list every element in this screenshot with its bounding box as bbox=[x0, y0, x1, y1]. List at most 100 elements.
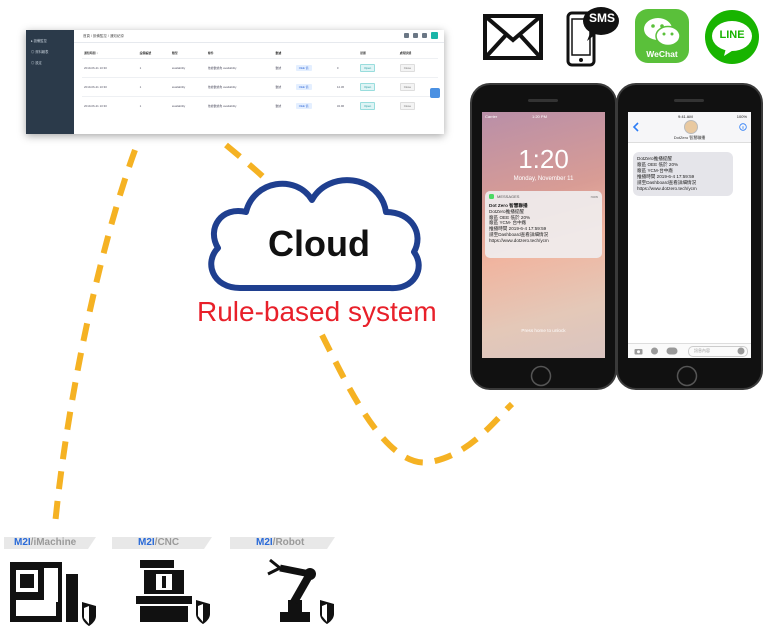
cell-target: OEE 值 bbox=[295, 103, 312, 110]
message-bubble: DotZero推播提醒 廠區 OEE 低於 20% 廠區 YCM-台中廠 推播時… bbox=[633, 152, 733, 196]
machine-prefix: M2I bbox=[14, 537, 31, 548]
cloud-subtitle: Rule-based system bbox=[197, 296, 437, 327]
state-badge[interactable]: Open bbox=[360, 102, 376, 111]
cell-type: availability bbox=[171, 104, 186, 109]
camera-icon[interactable] bbox=[634, 347, 643, 355]
appstore-icon[interactable] bbox=[666, 347, 678, 355]
lock-date: Monday, November 11 bbox=[513, 176, 574, 182]
sms-label: SMS bbox=[588, 11, 615, 25]
status-button[interactable]: Close bbox=[399, 83, 416, 91]
status-button[interactable]: Close bbox=[399, 64, 416, 72]
home-button[interactable] bbox=[676, 365, 698, 387]
cell-value: 32.96 bbox=[336, 104, 345, 109]
cell-device: 1 bbox=[139, 66, 142, 70]
toolbar-icons bbox=[404, 32, 438, 39]
dashboard-sidebar: ▸ 設備監控 ◎ 資料報表 ◎ 設定 bbox=[26, 30, 74, 134]
lock-screen: Carrier 1:20 PM 1:20 Monday, November 11… bbox=[482, 112, 605, 358]
sms-icon bbox=[566, 7, 619, 67]
contact-name: DotZero 智慧聯播 bbox=[673, 135, 706, 140]
cloud-shape bbox=[208, 177, 422, 292]
notification-app: MESSAGES bbox=[497, 194, 520, 199]
back-chevron-icon[interactable] bbox=[632, 122, 640, 132]
notification-line: Dot Zero 智慧聯播 bbox=[489, 203, 528, 208]
line-label: LINE bbox=[719, 29, 745, 41]
message-line: 廠區 OEE 低於 20% bbox=[637, 162, 679, 167]
mail-icon bbox=[483, 14, 543, 60]
message-line: DotZero推播提醒 bbox=[637, 156, 672, 161]
breadcrumb: 首頁 / 設備監控 / 通知紀錄 bbox=[83, 34, 124, 38]
carrier-label: Carrier bbox=[485, 114, 498, 119]
state-badge[interactable]: Open bbox=[360, 83, 376, 91]
line-icon: LINE bbox=[704, 9, 760, 65]
cloud-title: Cloud bbox=[268, 223, 370, 264]
user-icon bbox=[431, 32, 438, 39]
cell-time: 2019-06-21 10:30 bbox=[84, 104, 107, 109]
column-header bbox=[335, 48, 358, 59]
notification-line: 請至Dashboard查看詳細情況 bbox=[489, 231, 549, 237]
messages-screen: 9:41 AM 100% DotZero 智慧聯播 DotZero推播提醒 廠區… bbox=[628, 112, 751, 358]
column-header: 處理狀態 bbox=[399, 51, 412, 55]
cell-target: OEE 值 bbox=[295, 84, 312, 90]
unlock-hint: Press home to unlock bbox=[521, 328, 566, 333]
state-badge[interactable]: Open bbox=[360, 64, 376, 72]
cell-target: OEE 值 bbox=[295, 65, 312, 71]
column-header: 狀態 bbox=[360, 51, 366, 55]
phone-messages: 9:41 AM 100% DotZero 智慧聯播 DotZero推播提醒 廠區… bbox=[616, 83, 763, 390]
machine-name: Robot bbox=[275, 537, 305, 548]
cell-time: 2019-06-21 10:30 bbox=[84, 66, 107, 70]
table-header: 通知時間 ↕ 設備編號 類型 條件 數據 狀態 處理狀態 bbox=[82, 48, 438, 59]
grid-icon bbox=[422, 33, 427, 38]
fullscreen-icon bbox=[404, 33, 409, 38]
messages-icon bbox=[489, 194, 494, 199]
battery-level: 100% bbox=[736, 114, 747, 119]
cell-data: 數據 bbox=[275, 66, 282, 70]
message-input[interactable] bbox=[688, 346, 748, 357]
cell-device: 1 bbox=[139, 85, 142, 89]
message-line: https://www.dotzero.tech/ycm bbox=[637, 186, 697, 191]
column-header: 類型 bbox=[171, 51, 178, 55]
column-header: 設備編號 bbox=[139, 51, 152, 55]
apps-icon[interactable] bbox=[650, 347, 659, 355]
notification-time: now bbox=[590, 194, 598, 199]
notification-header: MESSAGES bbox=[489, 194, 519, 199]
phone-speaker bbox=[674, 99, 704, 102]
floating-settings-button[interactable] bbox=[430, 88, 440, 98]
cell-device: 1 bbox=[139, 104, 142, 109]
notification-table: 通知時間 ↕ 設備編號 類型 條件 數據 狀態 處理狀態 2019-06-21 … bbox=[82, 48, 438, 116]
status-time: 1:20 PM bbox=[532, 114, 547, 119]
info-icon[interactable] bbox=[739, 123, 747, 131]
machine-prefix: M2I bbox=[256, 537, 273, 548]
cell-type: availability bbox=[171, 85, 186, 89]
cell-data: 數據 bbox=[275, 85, 282, 89]
avatar bbox=[684, 120, 698, 134]
wechat-glyph bbox=[644, 18, 681, 47]
message-line: 請至Dashboard查看詳細情況 bbox=[637, 180, 697, 185]
machine-label-imachine: M2I/iMachine bbox=[14, 537, 77, 548]
status-button[interactable]: Close bbox=[399, 102, 416, 111]
cell-type: availability bbox=[171, 66, 186, 70]
sidebar-item: ◎ 設定 bbox=[31, 61, 42, 65]
notification-line: 廠區 YCM- 台中廠 bbox=[489, 220, 527, 226]
message-input-bar: 訊息內容 bbox=[628, 343, 751, 358]
column-header: 通知時間 ↕ bbox=[84, 51, 98, 55]
table-row: 2019-06-21 10:30 1 availability 依據數據為 av… bbox=[82, 77, 438, 97]
dash-line-cloud-to-phones bbox=[319, 333, 515, 466]
machine-prefix: M2I bbox=[138, 537, 155, 548]
phone-speaker bbox=[528, 99, 558, 102]
column-header bbox=[294, 48, 335, 59]
notification-line: 廠區 OEE 低於 20% bbox=[489, 214, 531, 220]
wechat-icon: WeChat bbox=[635, 9, 689, 63]
column-header: 條件 bbox=[207, 51, 214, 55]
home-button[interactable] bbox=[530, 365, 552, 387]
microphone-icon[interactable] bbox=[737, 347, 745, 355]
edit-icon bbox=[413, 33, 418, 38]
machine-name: CNC bbox=[157, 537, 180, 548]
column-header: 數據 bbox=[275, 51, 282, 55]
robot-arm-icon bbox=[267, 558, 334, 624]
notification-card[interactable]: MESSAGES now Dot Zero 智慧聯播 DotZero推播提醒 廠… bbox=[485, 191, 602, 258]
cnc-icon bbox=[136, 560, 210, 624]
machine-label-robot: M2I/Robot bbox=[256, 537, 305, 548]
imachine-icon bbox=[10, 562, 96, 626]
notification-line: DotZero推播提醒 bbox=[489, 208, 524, 214]
message-line: 廠區 YCM-台中廠 bbox=[637, 168, 673, 173]
